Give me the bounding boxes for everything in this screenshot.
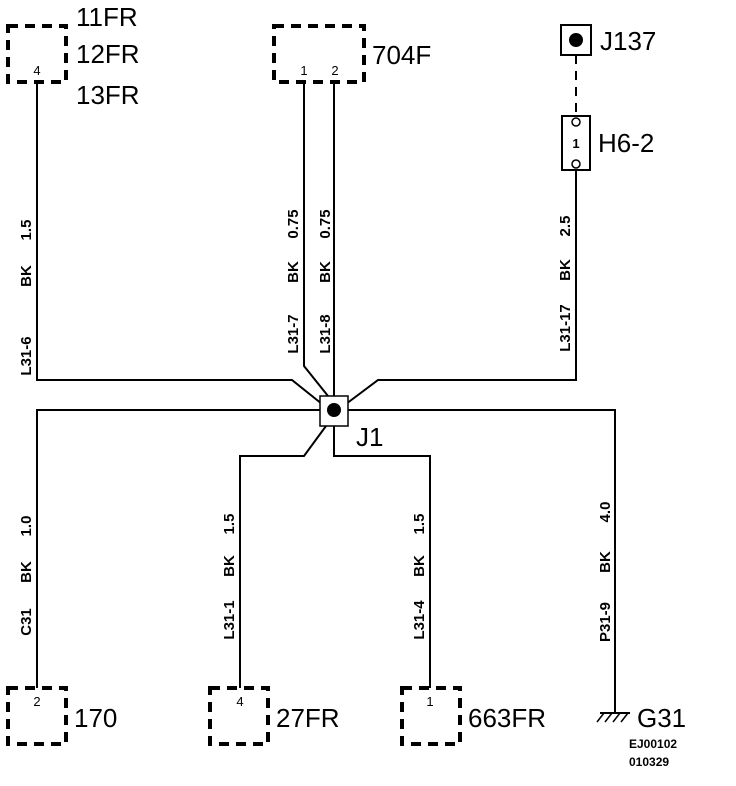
wire-id-l31-17: L31-17 [557, 304, 574, 352]
wire-size-l31-17: 2.5 [557, 216, 574, 237]
connector-11fr-12fr-13fr: 4 11FR 12FR 13FR [6, 2, 140, 110]
connector-name-1: 11FR [76, 2, 138, 32]
diagram-code: EJ00102 [629, 737, 677, 751]
component-j137: J137 [560, 24, 656, 56]
wire-l31-1 [239, 425, 327, 688]
wire-id-c31: C31 [18, 608, 35, 636]
pin-label-1: 1 [300, 63, 307, 78]
pin-label: 4 [236, 694, 243, 709]
wire-size-l31-4: 1.5 [411, 514, 428, 535]
wire-color-l31-8: BK [317, 261, 334, 283]
wire-l31-7 [303, 82, 329, 397]
h6-2-pin: 1 [572, 136, 579, 151]
splice-j1: J1 [319, 395, 383, 452]
wire-id-l31-6: L31-6 [18, 336, 35, 375]
splice-label: J1 [356, 422, 383, 452]
wire-c31 [36, 409, 320, 688]
pin-label: 2 [33, 694, 40, 709]
connector-170: 2 170 [6, 686, 117, 746]
connector-name-2: 12FR [76, 39, 140, 69]
wire-color-l31-6: BK [18, 265, 35, 287]
connector-name: 170 [74, 703, 117, 733]
h6-2-terminal-top [571, 117, 581, 127]
connector-box [400, 686, 462, 746]
wire-labels: L31-6 BK 1.5 L31-7 BK 0.75 L31-8 BK 0.75… [18, 209, 614, 642]
j137-dot [569, 33, 583, 47]
wire-size-l31-7: 0.75 [285, 209, 302, 238]
connector-663fr: 1 663FR [400, 686, 546, 746]
wire-l31-6 [36, 82, 323, 405]
wire-size-l31-6: 1.5 [18, 220, 35, 241]
wire-size-p31-9: 4.0 [597, 502, 614, 523]
connector-box [272, 24, 366, 84]
wire-color-p31-9: BK [597, 551, 614, 573]
wire-size-l31-8: 0.75 [317, 209, 334, 238]
wire-color-l31-1: BK [221, 555, 238, 577]
wire-size-l31-1: 1.5 [221, 514, 238, 535]
ground-hatch [596, 712, 629, 723]
wire-size-c31: 1.0 [18, 516, 35, 537]
wire-id-l31-7: L31-7 [285, 314, 302, 353]
ground-label: G31 [637, 703, 686, 733]
connector-name: 704F [372, 40, 431, 70]
wire-id-l31-4: L31-4 [411, 600, 428, 640]
ground-g31: G31 [596, 703, 686, 733]
h6-2-terminal-bottom [571, 159, 581, 169]
wire-color-l31-4: BK [411, 555, 428, 577]
connector-27fr: 4 27FR [208, 686, 340, 746]
connector-name: 27FR [276, 703, 340, 733]
connector-box [6, 686, 68, 746]
wire-color-c31: BK [18, 561, 35, 583]
wire-id-p31-9: P31-9 [597, 602, 614, 642]
wire-color-l31-7: BK [285, 261, 302, 283]
wire-id-l31-8: L31-8 [317, 314, 334, 353]
wire-p31-9 [348, 409, 616, 712]
pin-label-2: 2 [331, 63, 338, 78]
pin-label: 1 [426, 694, 433, 709]
connector-box [208, 686, 270, 746]
wires [36, 55, 616, 712]
connector-box [6, 24, 68, 84]
connector-name-3: 13FR [76, 80, 140, 110]
splice-dot [327, 403, 341, 417]
wire-color-l31-17: BK [557, 259, 574, 281]
wire-id-l31-1: L31-1 [221, 600, 238, 639]
connector-name: 663FR [468, 703, 546, 733]
wire-l31-17 [345, 165, 577, 405]
diagram-date: 010329 [629, 755, 669, 769]
j137-label: J137 [600, 26, 656, 56]
component-h6-2: 1 H6-2 [561, 115, 654, 171]
wire-l31-4 [333, 426, 431, 688]
connector-704f: 1 2 704F [272, 24, 431, 84]
pin-label: 4 [33, 63, 40, 78]
h6-2-label: H6-2 [598, 128, 654, 158]
